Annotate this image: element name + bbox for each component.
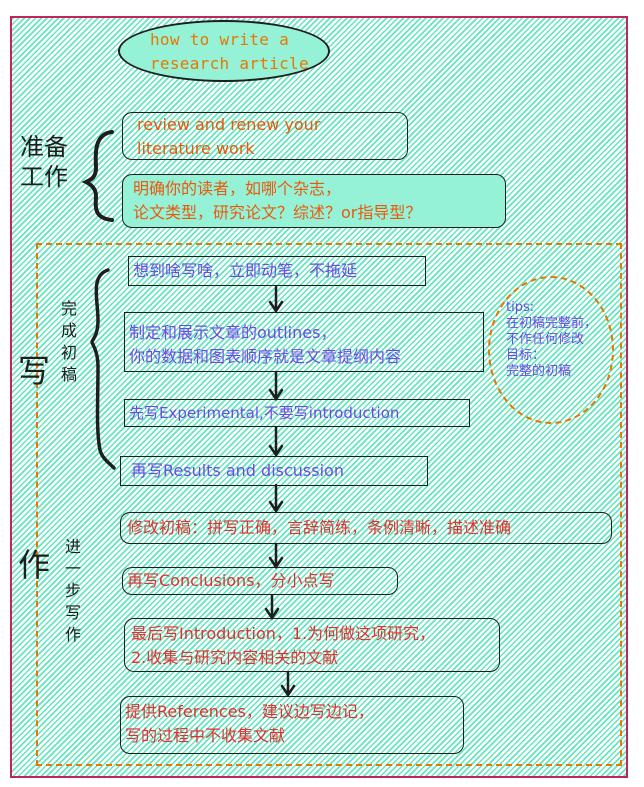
prep-label-line-1: 准备 (20, 133, 68, 161)
arrow-7 (280, 670, 296, 698)
draft-label-char: 初 (60, 343, 77, 362)
prep-label-line-2: 工作 (20, 163, 68, 191)
step-6-text: 再写Conclusions，分小点写 (127, 571, 335, 590)
refine-label-char: 写 (64, 603, 81, 622)
title: how to write a research article (150, 28, 320, 76)
write-label-big-2: 作 (18, 546, 51, 584)
prep-box-1: review and renew your literature work (122, 112, 408, 160)
prep-box-2-line-2: 论文类型，研究论文？综述？or指导型？ (133, 203, 422, 222)
step-8-line-2: 写的过程中不收集文献 (125, 726, 286, 745)
step-7-line-1: 最后写Introduction，1.为何做这项研究， (131, 624, 436, 643)
prep-box-1-line-1: review and renew your (137, 115, 321, 134)
writing-region (36, 243, 622, 766)
prep-label: 准备 工作 (20, 132, 68, 192)
prep-box-2: 明确你的读者，如哪个杂志， 论文类型，研究论文？综述？or指导型？ (122, 174, 506, 228)
refine-label-char: 作 (64, 625, 81, 644)
step-3-box: 先写Experimental,不要写introduction (124, 399, 470, 427)
prep-box-1-line-2: literature work (137, 139, 255, 158)
draft-label-char: 成 (60, 321, 77, 340)
tips-oval (488, 276, 614, 424)
tips-text: tips: 在初稿完整前， 不作任何修改 目标： 完整的初稿 (506, 300, 616, 380)
refine-label-char: 步 (64, 581, 81, 600)
step-5-text: 修改初稿：拼写正确，言辞简练，条例清晰，描述准确 (127, 518, 512, 537)
step-8-box: 提供References，建议边写边记， 写的过程中不收集文献 (120, 696, 464, 754)
arrow-3 (268, 425, 284, 458)
step-1-box: 想到啥写啥，立即动笔，不拖延 (128, 256, 426, 286)
step-2-line-2: 你的数据和图表顺序就是文章提纲内容 (129, 347, 402, 366)
step-7-line-2: 2.收集与研究内容相关的文献 (131, 648, 339, 667)
tips-line-5: 完整的初稿 (506, 364, 572, 379)
title-line-1: how to write a (150, 30, 290, 49)
title-oval (118, 20, 330, 82)
flow-arrows (264, 285, 296, 698)
draft-label-char: 稿 (60, 365, 77, 384)
draft-label-char: 完 (60, 299, 77, 318)
tips-line-1: tips: (506, 300, 535, 315)
refine-label: 进 一 步 写 作 (64, 536, 82, 646)
step-5-box: 修改初稿：拼写正确，言辞简练，条例清晰，描述准确 (120, 512, 612, 544)
draft-label: 完 成 初 稿 (60, 298, 78, 386)
step-1-text: 想到啥写啥，立即动笔，不拖延 (133, 261, 358, 280)
refine-label-char: 一 (64, 559, 81, 578)
step-4-text: 再写Results and discussion (131, 461, 344, 480)
draft-brace (90, 268, 116, 470)
step-7-box: 最后写Introduction，1.为何做这项研究， 2.收集与研究内容相关的文… (124, 618, 500, 672)
step-2-box: 制定和展示文章的outlines， 你的数据和图表顺序就是文章提纲内容 (124, 312, 484, 372)
write-label-big-1: 写 (18, 352, 51, 390)
step-3-text: 先写Experimental,不要写introduction (129, 404, 400, 422)
arrow-4 (268, 483, 284, 514)
step-2-line-1: 制定和展示文章的outlines， (129, 323, 337, 342)
tips-line-4: 目标： (506, 348, 546, 363)
tips-line-2: 在初稿完整前， (506, 316, 598, 331)
tips-line-3: 不作任何修改 (506, 332, 585, 347)
title-line-2: research article (150, 54, 309, 73)
prep-box-2-line-1: 明确你的读者，如哪个杂志， (133, 179, 342, 198)
arrow-1 (268, 285, 284, 314)
step-6-box: 再写Conclusions，分小点写 (122, 567, 398, 595)
prep-brace (81, 130, 114, 222)
step-4-box: 再写Results and discussion (120, 456, 428, 486)
step-8-line-1: 提供References，建议边写边记， (125, 702, 374, 721)
refine-label-char: 进 (64, 537, 81, 556)
